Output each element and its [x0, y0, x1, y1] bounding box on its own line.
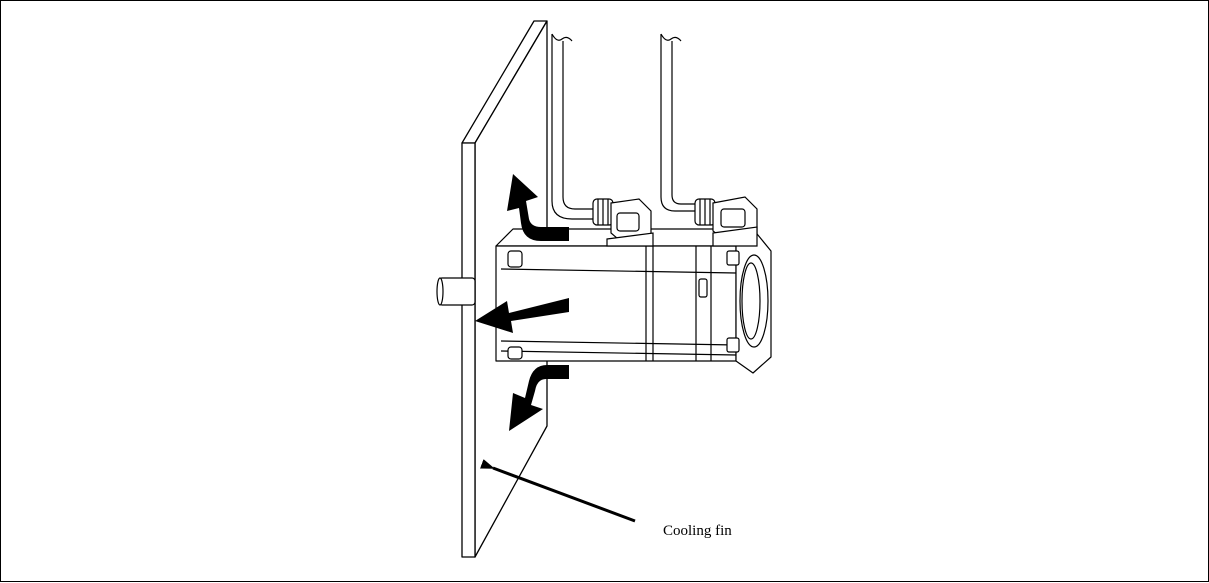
power-connector [592, 198, 654, 247]
motor-shaft [436, 277, 476, 306]
encoder-connector [694, 196, 758, 247]
cables [551, 33, 699, 220]
heat-flow-arrows [475, 174, 569, 431]
motor-body [495, 228, 772, 374]
cooling-fin-label: Cooling fin [663, 523, 732, 539]
cooling-fin-pointer-arrow [480, 459, 636, 523]
